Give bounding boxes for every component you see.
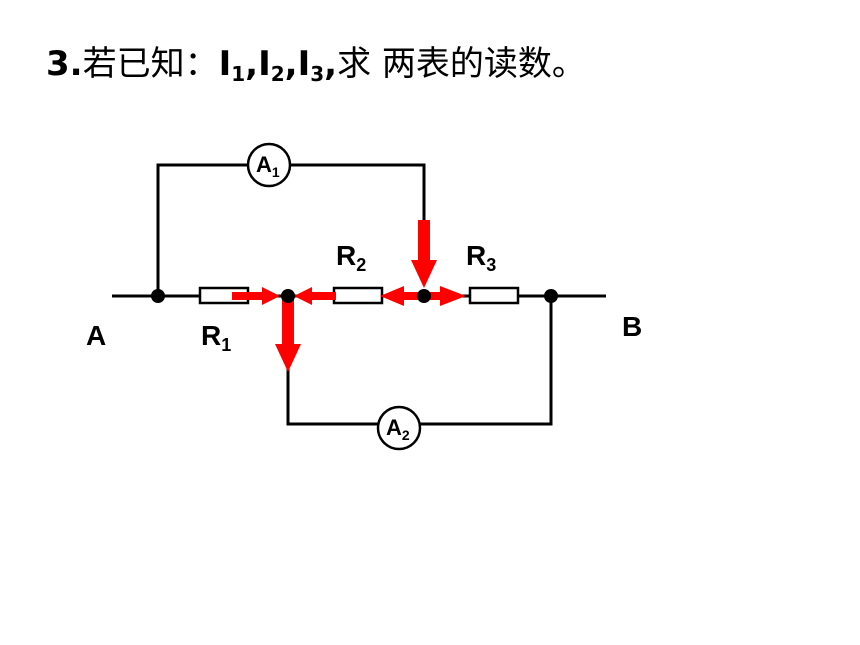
current-symbol-3: I xyxy=(297,44,311,84)
arrow-right-r1 xyxy=(232,287,280,305)
junctions xyxy=(151,289,558,303)
terminal-a-label: A xyxy=(86,320,106,351)
comma-3: , xyxy=(324,44,338,84)
comma-1: , xyxy=(245,44,259,84)
comma-2: , xyxy=(284,44,298,84)
wire-a1-left xyxy=(156,163,248,296)
junction-dot-2 xyxy=(281,289,295,303)
junction-dot-4 xyxy=(544,289,558,303)
current-symbol-2: I xyxy=(258,44,271,84)
wire-a1-right xyxy=(290,163,426,220)
junction-dot-1 xyxy=(151,289,165,303)
junction-dot-3 xyxy=(417,289,431,303)
wire-a2-right xyxy=(420,296,553,426)
arrow-left-r2 xyxy=(294,287,336,305)
a1-label: A1 xyxy=(256,152,280,180)
current-subscript-1: 1 xyxy=(231,62,246,86)
arrow-down-top xyxy=(411,220,437,288)
current-subscript-3: 3 xyxy=(310,62,325,86)
ammeter-a1 xyxy=(246,142,292,188)
r2-label: R2 xyxy=(336,240,366,275)
a2-label: A2 xyxy=(386,415,410,443)
question-number: 3. xyxy=(46,44,83,84)
r3-label: R3 xyxy=(466,240,496,275)
question-lead: 若已知： xyxy=(82,44,219,84)
current-subscript-2: 2 xyxy=(270,62,285,86)
arrow-down-bottom xyxy=(275,300,301,372)
terminal-b-label: B xyxy=(622,311,642,342)
page-title: 3.若已知：I1,I2,I3,求 两表的读数。 xyxy=(46,36,586,86)
ammeter-a2 xyxy=(376,405,422,451)
wire-a2-left xyxy=(286,360,378,426)
resistor-r2 xyxy=(332,286,384,305)
resistor-r3 xyxy=(468,286,520,305)
r1-label: R1 xyxy=(201,320,231,355)
current-symbol-1: I xyxy=(218,44,232,84)
question-tail: 求 两表的读数。 xyxy=(337,44,586,84)
